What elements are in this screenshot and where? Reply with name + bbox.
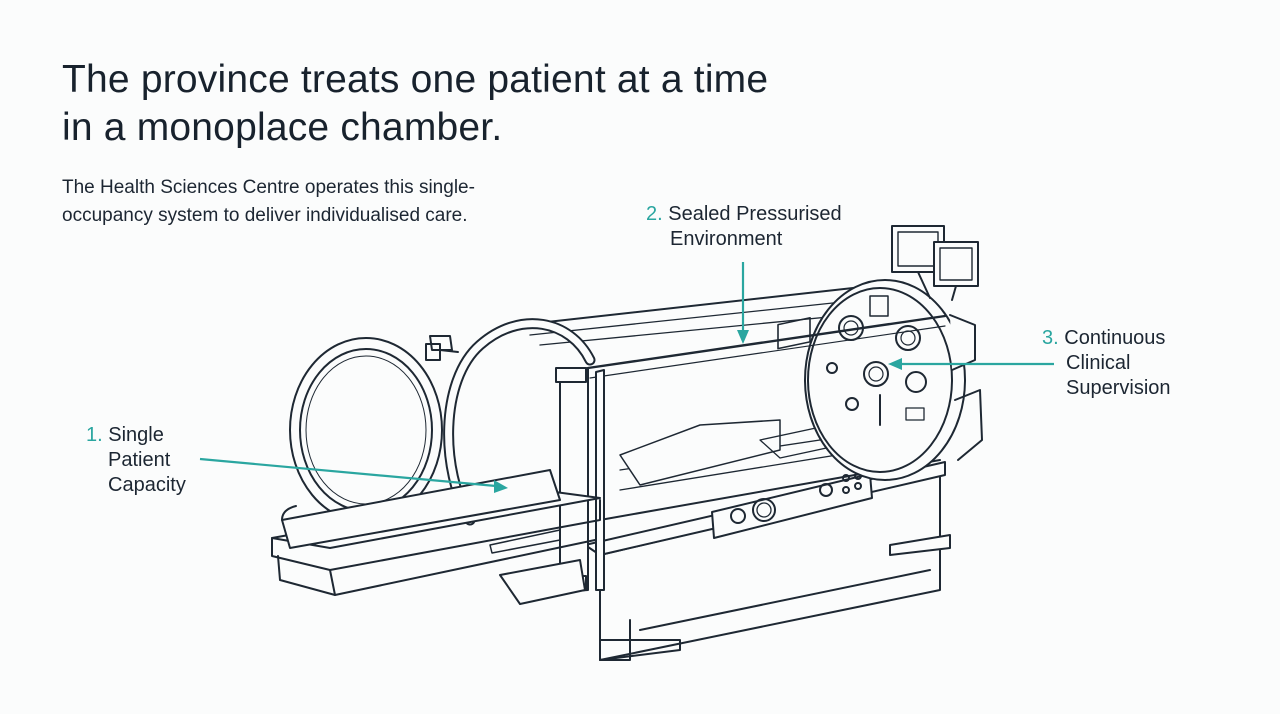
callout-text: Environment bbox=[670, 228, 783, 250]
callout-arrows bbox=[199, 262, 1054, 493]
callout-number: 3. bbox=[1042, 327, 1059, 349]
callout-text: Sealed Pressurised bbox=[668, 203, 842, 225]
arrow-3-head bbox=[888, 358, 902, 370]
callout-sealed-pressurised-environment: 2. Sealed Pressurised Environment bbox=[646, 202, 842, 252]
support-frame bbox=[584, 461, 951, 661]
rear-end-cap bbox=[804, 279, 983, 481]
vertical-post bbox=[555, 367, 605, 593]
callout-text: Capacity bbox=[108, 474, 186, 496]
callout-number: 2. bbox=[646, 203, 663, 225]
arrow-1-head bbox=[494, 480, 508, 493]
arrow-2-head bbox=[737, 330, 749, 344]
intro-line-2: occupancy system to deliver individualis… bbox=[62, 205, 468, 226]
callout-single-patient-capacity: 1. Single Patient Capacity bbox=[86, 423, 186, 498]
monitors bbox=[891, 225, 979, 301]
callout-text: Patient bbox=[108, 449, 171, 471]
title-line-1: The province treats one patient at a tim… bbox=[62, 58, 769, 101]
page-title: The province treats one patient at a tim… bbox=[62, 56, 922, 152]
intro-line-1: The Health Sciences Centre operates this… bbox=[62, 177, 475, 198]
callout-number: 1. bbox=[86, 424, 103, 446]
callout-text: Continuous bbox=[1064, 327, 1166, 349]
callout-text: Supervision bbox=[1066, 377, 1171, 399]
handrail bbox=[586, 314, 947, 370]
callout-text: Single bbox=[108, 424, 164, 446]
front-ring bbox=[443, 318, 596, 526]
arrow-1-line bbox=[199, 457, 497, 488]
intro-text: The Health Sciences Centre operates this… bbox=[62, 174, 622, 230]
callout-continuous-clinical-supervision: 3. Continuous Clinical Supervision bbox=[1042, 326, 1171, 401]
patient-tray bbox=[271, 469, 601, 605]
callout-text: Clinical bbox=[1066, 352, 1131, 374]
title-line-2: in a monoplace chamber. bbox=[62, 106, 503, 149]
